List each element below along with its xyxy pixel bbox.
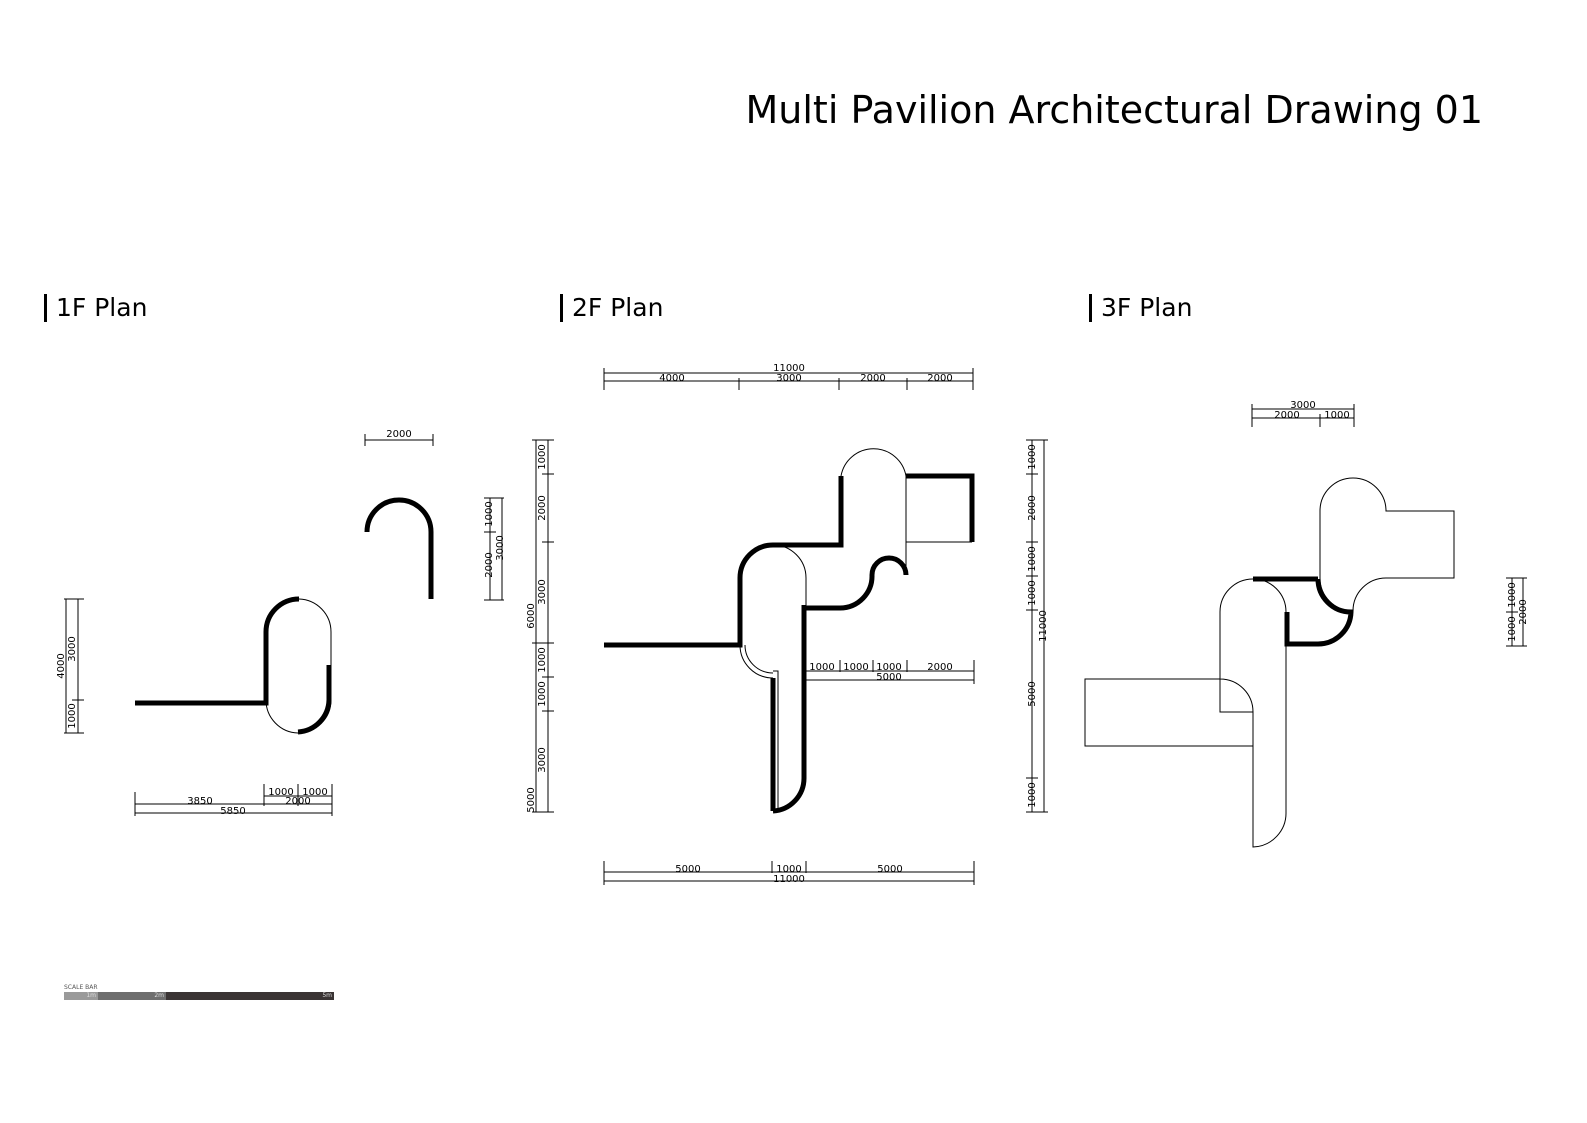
dim-2f-top-2: 3000 bbox=[776, 373, 801, 384]
wall-1f-straight bbox=[135, 632, 269, 706]
outline-2f-inner-curve2 bbox=[744, 644, 774, 674]
scale-bar-segment-3: 5m bbox=[166, 992, 334, 1000]
dim-labels-3f: 3000 2000 1000 1000 1000 2000 bbox=[1274, 400, 1529, 642]
outline-3f-long-capsule bbox=[1219, 578, 1287, 848]
dim-2f-mid-2: 1000 bbox=[843, 662, 868, 673]
walls-3f bbox=[1253, 576, 1354, 647]
dim-1f-bottom-b: 1000 bbox=[302, 787, 327, 798]
scale-bar: 1m 2m 5m bbox=[64, 992, 334, 1000]
dim-1f-bottom-total: 5850 bbox=[220, 806, 245, 817]
plan-3f: 3000 2000 1000 1000 1000 2000 bbox=[1084, 400, 1529, 848]
walls-1f bbox=[135, 497, 434, 735]
dim-labels-inner: 1000 3000 2000 bbox=[484, 501, 506, 577]
dim-2f-mid-4: 2000 bbox=[927, 662, 952, 673]
wall-1f-right bbox=[297, 665, 332, 735]
dims-2f bbox=[532, 368, 1048, 885]
wall-2f-right-vert bbox=[772, 605, 807, 814]
dim-2f-top-3: 2000 bbox=[860, 373, 885, 384]
outline-2f bbox=[739, 448, 972, 811]
scale-bar-segment-1: 1m bbox=[64, 992, 98, 1000]
outline-3f bbox=[1084, 477, 1455, 848]
outline-2f-capsule bbox=[772, 544, 807, 608]
outline-2f-top-box bbox=[905, 476, 972, 543]
scale-bar-segment-2: 2m bbox=[98, 992, 166, 1000]
dim-2f-left-7: 3000 bbox=[537, 747, 548, 772]
dim-2f-mid-total: 5000 bbox=[876, 672, 901, 683]
dim-2f-right-4: 1000 bbox=[1027, 580, 1038, 605]
plan-label-1f: 1F Plan bbox=[44, 294, 147, 322]
wall-3f-curve bbox=[1284, 578, 1354, 647]
dim-2f-right-2: 2000 bbox=[1027, 495, 1038, 520]
dim-labels-1f: 2000 4000 3000 1000 1000 1000 3850 2000 … bbox=[56, 429, 412, 817]
plan-label-2f: 2F Plan bbox=[560, 294, 663, 322]
dim-2f-left-6: 1000 bbox=[537, 681, 548, 706]
outline-1f-capsule bbox=[265, 598, 332, 734]
dim-2f-bottom-3: 5000 bbox=[877, 864, 902, 875]
dim-2f-top-total: 11000 bbox=[773, 363, 805, 374]
dim-2f-right-1: 1000 bbox=[1027, 444, 1038, 469]
wall-2f-left bbox=[604, 542, 806, 648]
dim-1f-top: 2000 bbox=[386, 429, 411, 440]
dims-3f bbox=[1251, 404, 1527, 647]
dims-1f bbox=[64, 434, 434, 816]
dim-2f-left-1: 1000 bbox=[537, 444, 548, 469]
dim-2f-top-4: 2000 bbox=[927, 373, 952, 384]
dim-2f-left-8: 5000 bbox=[526, 787, 537, 812]
dim-inner-2: 3000 bbox=[495, 535, 506, 560]
dim-inner-3: 2000 bbox=[484, 552, 495, 577]
plan-2f: 11000 4000 3000 2000 2000 1000 2000 3000… bbox=[526, 363, 1049, 885]
dim-2f-mid-3: 1000 bbox=[876, 662, 901, 673]
dim-2f-left-5: 1000 bbox=[537, 647, 548, 672]
dims-1f-2f-inner bbox=[484, 497, 504, 601]
wall-1f-arch bbox=[364, 497, 434, 599]
drawing-title: Multi Pavilion Architectural Drawing 01 bbox=[745, 88, 1484, 132]
dim-labels-2f: 11000 4000 3000 2000 2000 1000 2000 3000… bbox=[526, 363, 1049, 885]
dim-3f-top-total: 3000 bbox=[1290, 400, 1315, 411]
dim-2f-left-2: 2000 bbox=[537, 495, 548, 520]
dim-1f-bottom-c: 3850 bbox=[187, 796, 212, 807]
dim-3f-right-3: 2000 bbox=[1518, 599, 1529, 624]
dim-1f-left-1: 4000 bbox=[56, 653, 67, 678]
outline-2f-slot bbox=[773, 670, 779, 811]
dim-3f-top-1: 2000 bbox=[1274, 410, 1299, 421]
wall-2f-upper bbox=[806, 476, 844, 548]
dim-2f-top-1: 4000 bbox=[659, 373, 684, 384]
wall-2f-bump bbox=[806, 555, 909, 611]
dim-2f-bottom-1: 5000 bbox=[675, 864, 700, 875]
dim-2f-right-5: 11000 bbox=[1038, 610, 1049, 642]
wall-2f-top-right bbox=[906, 473, 975, 542]
dim-2f-right-7: 1000 bbox=[1027, 782, 1038, 807]
dim-3f-right-2: 1000 bbox=[1507, 616, 1518, 641]
outline-3f-left-box bbox=[1084, 678, 1254, 747]
dim-2f-bottom-total: 11000 bbox=[773, 874, 805, 885]
dim-2f-right-3: 1000 bbox=[1027, 546, 1038, 571]
dim-3f-right-1: 1000 bbox=[1507, 582, 1518, 607]
dim-inner-1: 1000 bbox=[484, 501, 495, 526]
dim-1f-left-3: 1000 bbox=[67, 703, 78, 728]
plan-label-3f: 3F Plan bbox=[1089, 294, 1192, 322]
dim-2f-right-6: 5000 bbox=[1027, 681, 1038, 706]
dim-2f-left-4: 6000 bbox=[526, 603, 537, 628]
walls-2f bbox=[604, 473, 975, 814]
dim-1f-left-2: 3000 bbox=[67, 636, 78, 661]
dim-2f-bottom-2: 1000 bbox=[776, 864, 801, 875]
outline-2f-inner-curve bbox=[739, 644, 774, 679]
dim-1f-bottom-d: 2000 bbox=[285, 796, 310, 807]
scale-bar-caption: SCALE BAR bbox=[64, 984, 98, 991]
dim-1f-bottom-a: 1000 bbox=[268, 787, 293, 798]
outline-2f-top-dome bbox=[840, 448, 907, 477]
wall-1f-curve-top bbox=[263, 596, 300, 633]
dim-3f-top-2: 1000 bbox=[1324, 410, 1349, 421]
outline-3f-top-capsule bbox=[1319, 477, 1455, 612]
plan-1f: 2000 4000 3000 1000 1000 1000 3850 2000 … bbox=[56, 429, 506, 817]
dim-2f-left-3: 3000 bbox=[537, 579, 548, 604]
dim-2f-mid-1: 1000 bbox=[809, 662, 834, 673]
